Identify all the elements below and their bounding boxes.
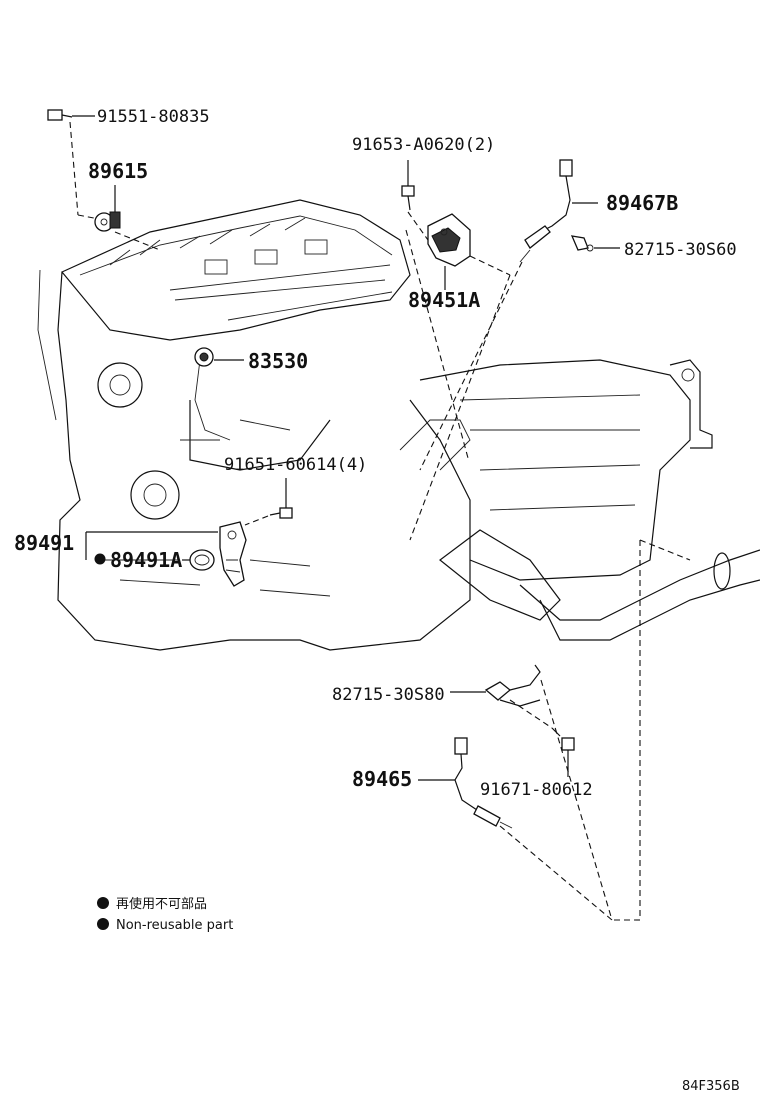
sensor-89451a-icon — [427, 213, 471, 267]
diagram-code: 84F356B — [682, 1079, 740, 1094]
label-89491a: 89491A — [110, 548, 182, 572]
label-82715-30s60: 82715-30S60 — [624, 240, 737, 260]
legend-english: Non-reusable part — [116, 918, 233, 933]
label-91551-80835: 91551-80835 — [97, 107, 210, 127]
legend-japanese: 再使用不可部品 — [116, 896, 207, 912]
label-89491: 89491 — [14, 531, 74, 555]
label-91671-80612: 91671-80612 — [480, 780, 593, 800]
bolt-91671-icon — [551, 727, 575, 751]
label-89615: 89615 — [88, 159, 148, 183]
label-89451a: 89451A — [408, 288, 480, 312]
sensor-89491-icon — [219, 521, 247, 587]
legend: 再使用不可部品 Non-reusable part — [97, 896, 233, 933]
label-89467b: 89467B — [606, 191, 678, 215]
engine-illustration — [37, 199, 760, 651]
non-reusable-marker-icon — [94, 553, 106, 565]
clamp-82715-30s60-icon — [570, 235, 594, 252]
oxygen-sensor-89465-icon — [454, 737, 513, 829]
bolt-91551-80835-icon — [47, 109, 73, 121]
label-89465: 89465 — [352, 767, 412, 791]
bolt-91651-icon — [269, 507, 293, 519]
label-91653-a0620: 91653-A0620(2) — [352, 135, 495, 155]
switch-83530-icon — [194, 347, 214, 367]
legend-dot-icon — [97, 918, 109, 930]
label-82715-30s80: 82715-30S80 — [332, 685, 445, 705]
oxygen-sensor-89467b-icon — [519, 159, 573, 263]
label-83530: 83530 — [248, 349, 308, 373]
bolt-91653-icon — [401, 185, 415, 211]
clamp-82715-30s80-icon — [484, 664, 541, 707]
label-91651-60614: 91651-60614(4) — [224, 455, 367, 475]
legend-dot-icon — [97, 897, 109, 909]
knock-sensor-89615-icon — [94, 211, 121, 232]
o-ring-89491a-icon — [189, 549, 215, 571]
